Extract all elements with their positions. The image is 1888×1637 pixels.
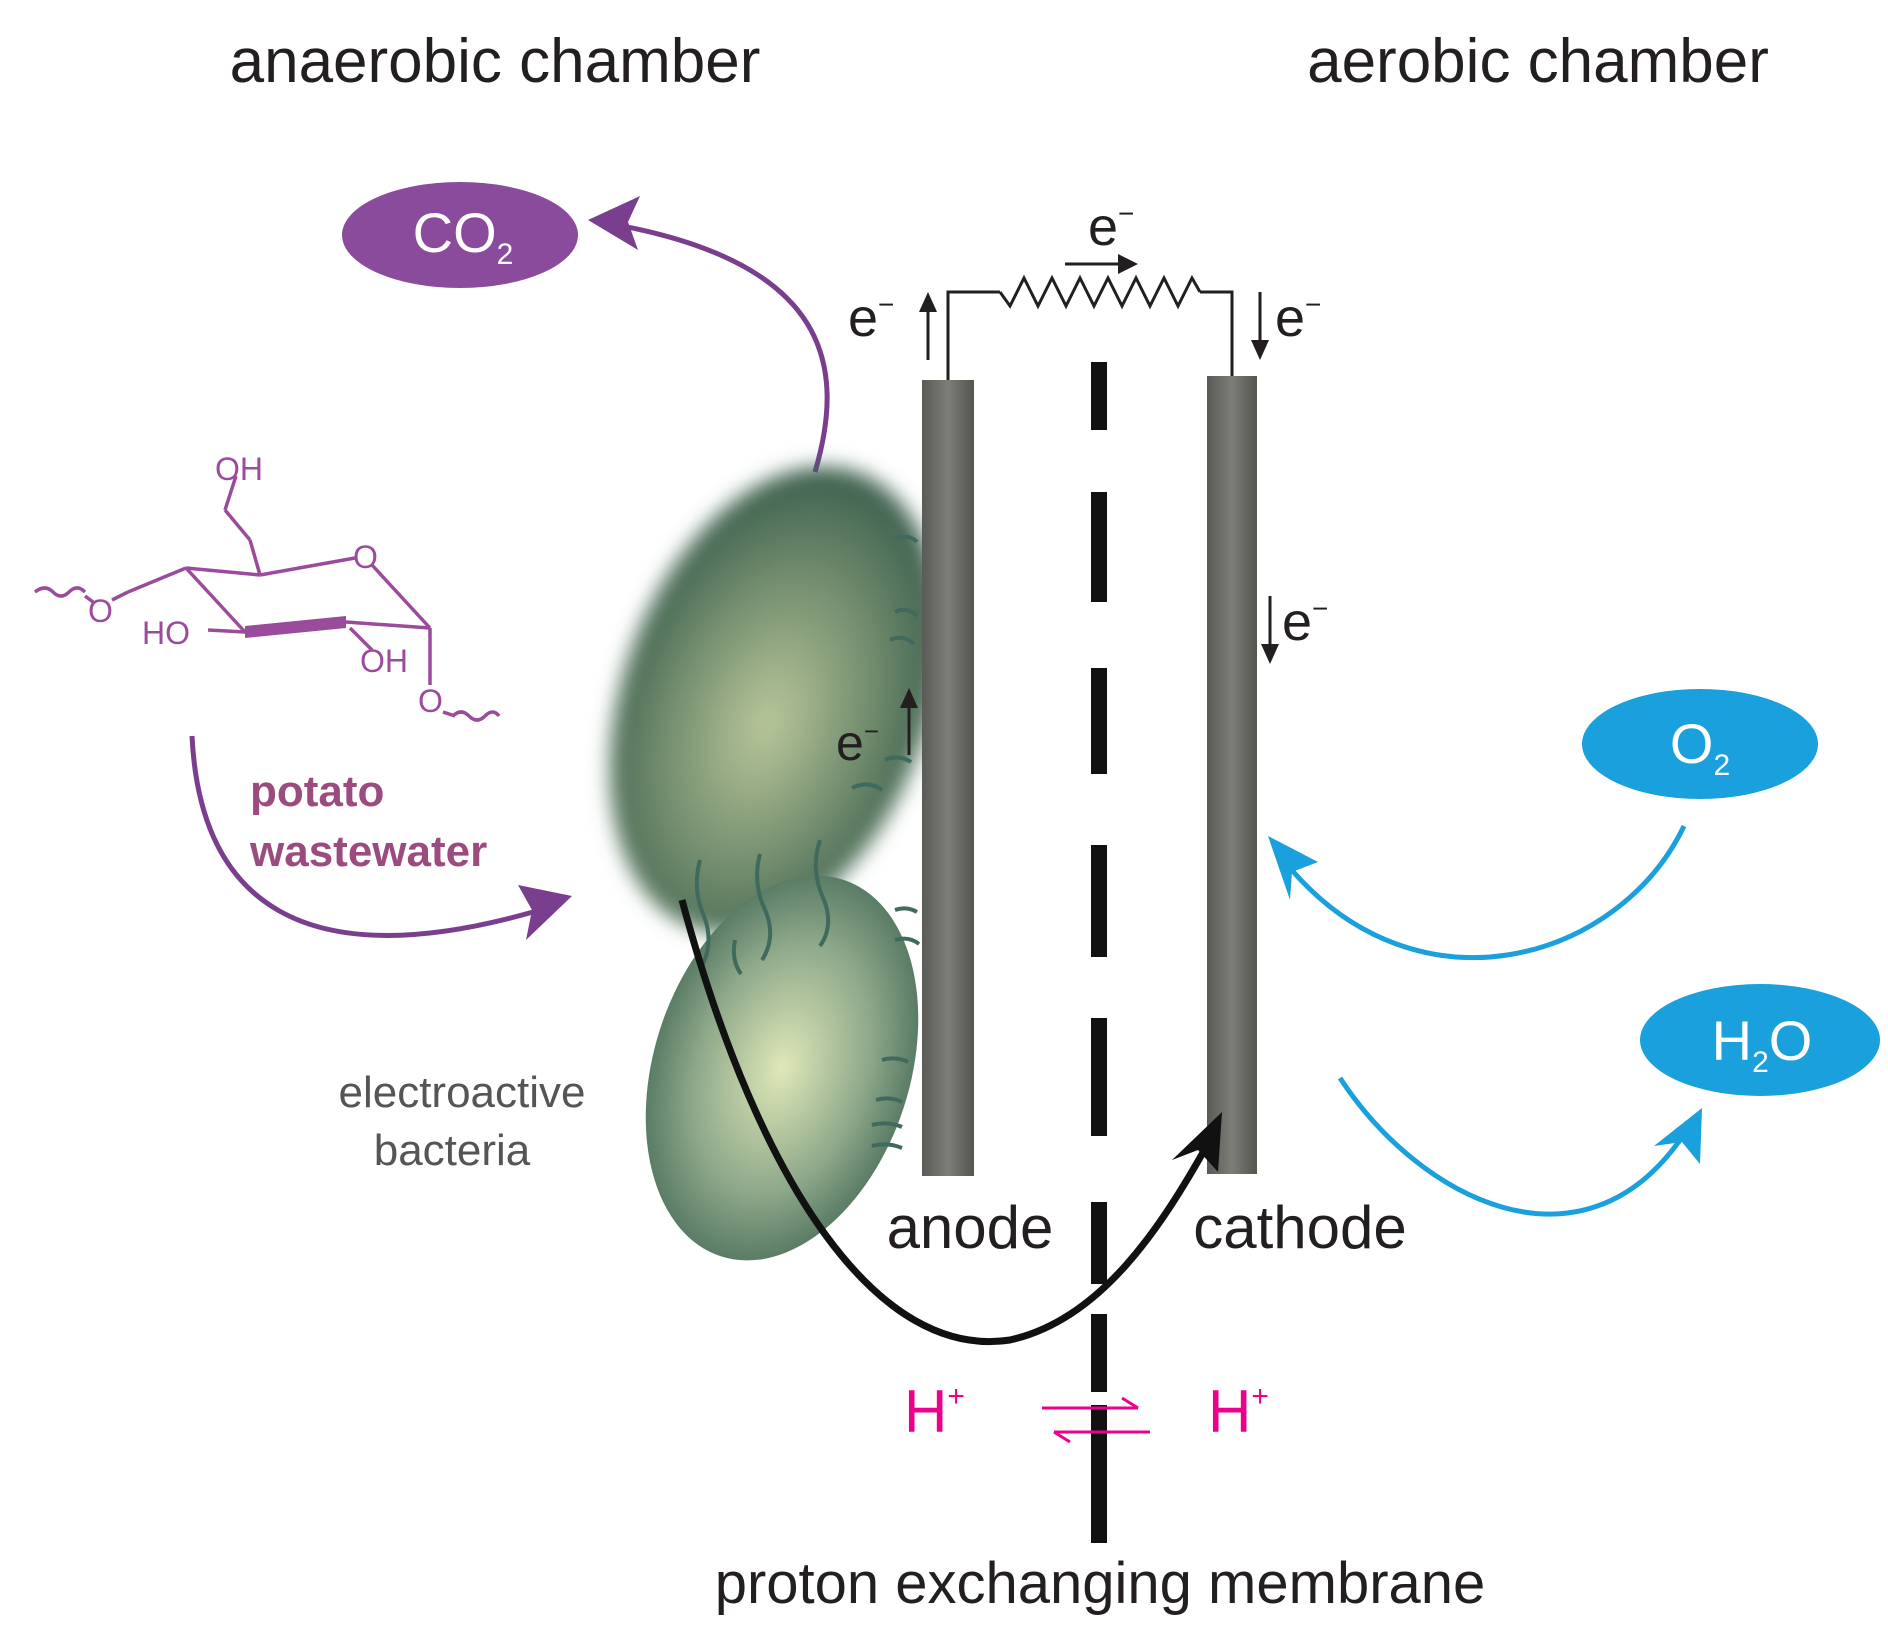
o2-arrow-head — [1268, 836, 1318, 900]
svg-text:e−: e− — [1088, 197, 1134, 257]
co2-subscript: 2 — [497, 238, 514, 271]
molecule-wedge — [245, 616, 346, 638]
bacteria-nanowires — [694, 534, 921, 1150]
svg-text:O2: O2 — [1670, 712, 1730, 782]
h2o-text-h: H — [1712, 1009, 1752, 1072]
co2-arrow-head — [588, 196, 640, 250]
svg-text:H+: H+ — [1208, 1378, 1269, 1445]
bacteria-upper — [609, 466, 941, 934]
feed-label-line2: wastewater — [249, 827, 487, 876]
proton-right: H+ — [1208, 1378, 1269, 1445]
co2-text: CO — [413, 201, 497, 264]
o2-subscript: 2 — [1713, 749, 1730, 782]
co2-bubble: CO2 — [342, 182, 578, 288]
svg-text:CO2: CO2 — [413, 201, 514, 271]
h2o-formation-arrow — [1337, 1076, 1683, 1217]
electron-top: e− — [1065, 197, 1138, 274]
bacteria-lower — [645, 875, 919, 1261]
electron-bacteria-up: e− — [836, 688, 918, 771]
feed-label-line1: potato — [250, 767, 384, 816]
svg-text:H2O: H2O — [1712, 1009, 1813, 1079]
electron-cathode-inner: e− — [1261, 592, 1328, 664]
membrane-label: proton exchanging membrane — [715, 1551, 1486, 1616]
co2-release-arrow — [599, 219, 830, 473]
h2o-bubble: H2O — [1640, 984, 1880, 1096]
proton-equilibrium-arrows — [1042, 1396, 1150, 1444]
proton-arrow-head — [1172, 1112, 1222, 1172]
h2o-text-o: O — [1769, 1009, 1813, 1072]
anaerobic-chamber-label: anaerobic chamber — [230, 27, 761, 96]
svg-text:H+: H+ — [904, 1378, 965, 1445]
feed-arrow-head — [518, 885, 572, 940]
o2-text: O — [1670, 712, 1714, 775]
external-circuit — [946, 274, 1234, 380]
cathode-electrode — [1207, 376, 1257, 1174]
electron-cathode-down: e− — [1251, 288, 1321, 360]
svg-text:e−: e− — [1282, 592, 1328, 652]
molecule-ho: HO — [142, 615, 190, 651]
cathode-label: cathode — [1193, 1194, 1407, 1261]
molecule-oh-bottom: OH — [360, 643, 408, 679]
molecule-o-right: O — [418, 683, 443, 719]
svg-text:e−: e− — [836, 715, 879, 771]
molecule-ring-o: O — [353, 539, 378, 575]
svg-text:e−: e− — [848, 288, 894, 348]
o2-bubble: O2 — [1582, 689, 1818, 799]
proton-transfer-arrow — [678, 899, 1214, 1345]
svg-text:e−: e− — [1275, 288, 1321, 348]
anode-label: anode — [887, 1194, 1054, 1261]
molecule-oh-top: OH — [215, 451, 263, 487]
anode-electrode — [922, 380, 974, 1176]
molecule-o-left: O — [88, 593, 113, 629]
proton-left: H+ — [904, 1378, 965, 1445]
bacteria-label-line1: electroactive — [338, 1068, 585, 1117]
h2o-arrow-head — [1654, 1108, 1702, 1164]
feed-arrow — [189, 735, 541, 938]
h2o-subscript: 2 — [1752, 1046, 1769, 1079]
electron-anode-up: e− — [848, 288, 937, 360]
proton-exchange-membrane — [1091, 362, 1107, 1543]
aerobic-chamber-label: aerobic chamber — [1307, 27, 1769, 96]
o2-reduction-arrow — [1288, 824, 1687, 961]
bacteria-label-line2: bacteria — [374, 1126, 531, 1175]
